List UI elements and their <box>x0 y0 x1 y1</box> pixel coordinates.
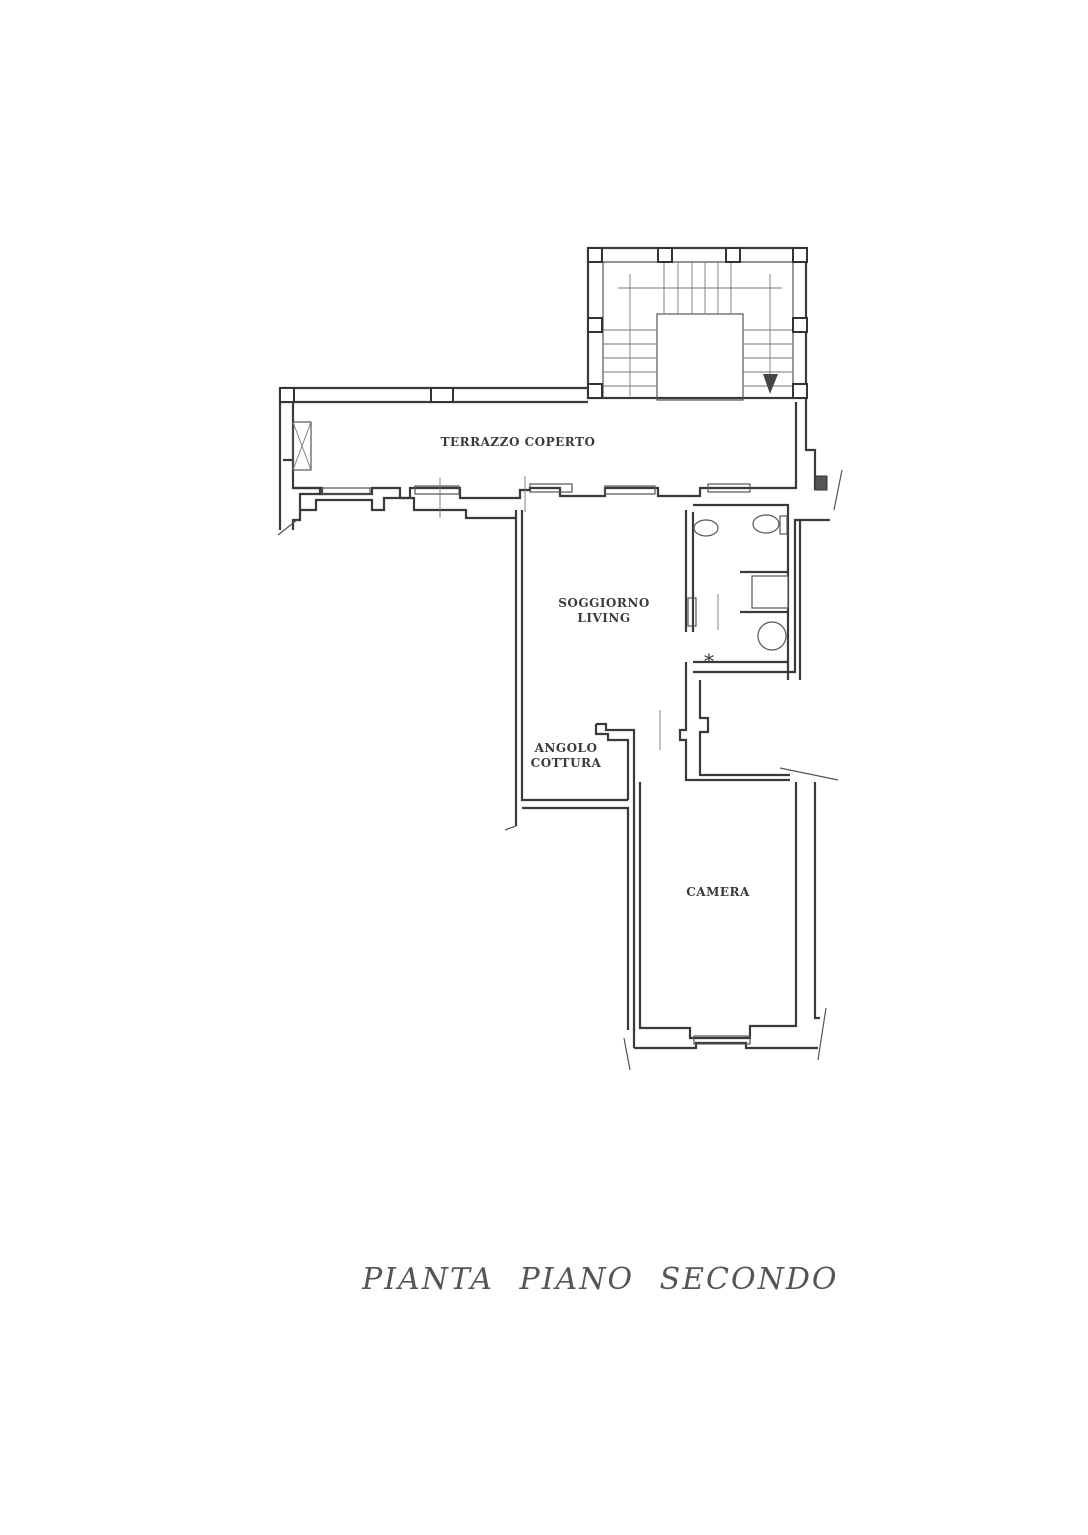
plan-title: PIANTA PIANO SECONDO <box>362 1262 839 1297</box>
hallway <box>678 520 839 782</box>
label-cottura: COTTURA <box>531 756 602 770</box>
shower-icon <box>751 575 789 609</box>
stair-landing <box>656 313 744 401</box>
sink-icon <box>757 621 787 651</box>
stair-down-arrow-icon <box>763 374 778 394</box>
label-soggiorno: SOGGIORNO <box>558 596 650 610</box>
label-living: LIVING <box>577 611 630 625</box>
label-camera: CAMERA <box>686 885 750 899</box>
kitchen-corner: ANGOLO COTTURA <box>522 722 636 1048</box>
terrace: TERRAZZO COPERTO <box>277 386 843 536</box>
vent-shaft <box>292 421 312 471</box>
bathroom-mark-icon: * <box>704 649 714 673</box>
bidet-icon <box>693 519 719 537</box>
bathroom: * <box>684 503 830 680</box>
toilet-icon <box>752 514 780 534</box>
label-terrazzo-coperto: TERRAZZO COPERTO <box>441 435 596 449</box>
label-angolo: ANGOLO <box>534 741 598 755</box>
living-room: SOGGIORNO LIVING <box>504 510 719 831</box>
stairwell <box>586 246 808 401</box>
bedroom: CAMERA <box>623 782 827 1071</box>
